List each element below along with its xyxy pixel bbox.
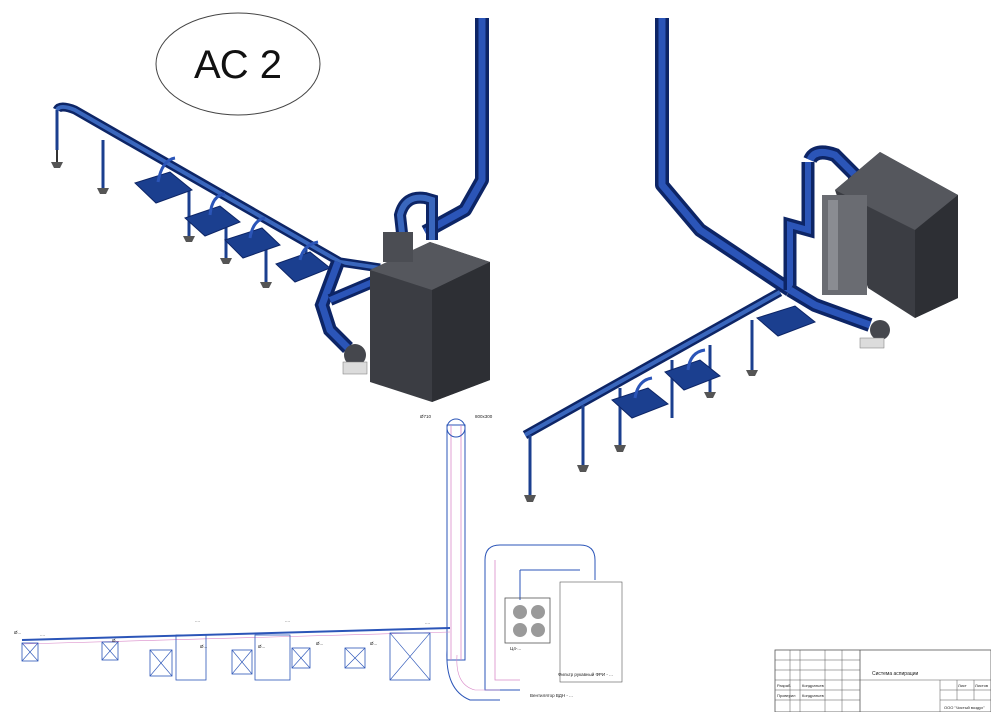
bottom-plan-label: Вентилятор ВДН - ...	[530, 693, 573, 698]
diagram-title: АС 2	[194, 43, 282, 87]
plan-label-1: Ø...	[14, 630, 21, 635]
tb-name-2: Кондратьев	[802, 693, 824, 698]
tb-sheet-label: Лист	[958, 683, 967, 688]
fan-plan-label: Ц4-...	[510, 646, 521, 651]
box-plan-label: Фильтр рукавный ФРИ - ...	[558, 671, 613, 677]
plan-label-4: Ø...	[258, 644, 265, 649]
plan-label-top-3: ....	[425, 620, 430, 625]
tb-row-developer: Разраб.	[777, 683, 791, 688]
riser-label-left: Ø710	[420, 414, 432, 419]
riser-label-right: 800x300	[475, 414, 493, 419]
right-3d-view	[522, 18, 958, 502]
plan-label-2: Ø...	[112, 638, 119, 643]
plan-label-top-2: ....	[285, 618, 290, 623]
tb-company: ООО "Чистый воздух"	[944, 705, 985, 710]
tb-sheets-label: Листов	[975, 683, 988, 688]
plan-label-6: Ø...	[370, 641, 377, 646]
plan-label-top-4: ....	[40, 632, 45, 637]
left-3d-view	[51, 18, 490, 402]
tb-name-1: Кондратьев	[802, 683, 824, 688]
title-oval: АС 2	[155, 12, 321, 116]
plan-view: Ø710 800x300 Ø... Ø... Ø	[14, 414, 623, 701]
plan-label-top-1: ....	[195, 618, 200, 623]
plan-label-5: Ø...	[316, 641, 323, 646]
plan-label-3: Ø...	[200, 644, 207, 649]
title-block: Разраб. Проверил Кондратьев Кондратьев С…	[774, 649, 991, 712]
tb-row-checker: Проверил	[777, 693, 796, 698]
tb-doc-title: Система аспирации	[872, 671, 919, 677]
